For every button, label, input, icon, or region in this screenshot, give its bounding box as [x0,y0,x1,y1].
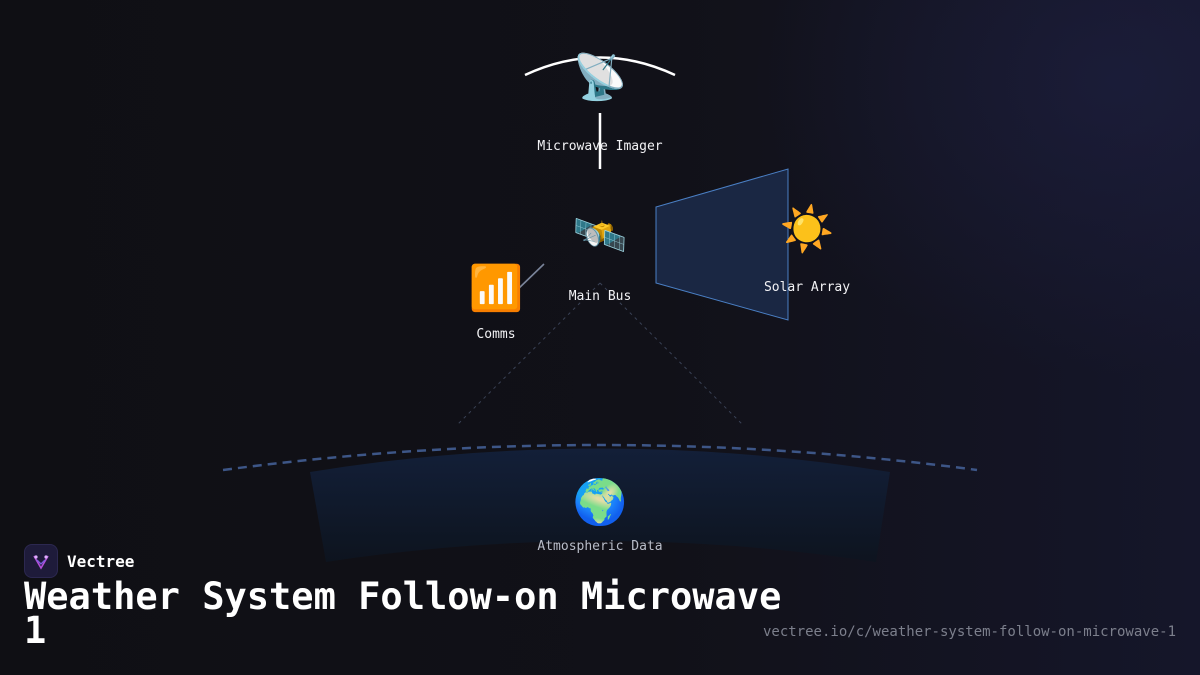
earth-label: Atmospheric Data [537,539,663,554]
satellite-icon: 🛰️ [572,210,628,261]
scan-arc [524,56,676,77]
sensing-cone-right [599,282,743,425]
satellite-antenna-icon: 📡 [572,52,628,103]
page-title: Weather System Follow-on Microwave 1 [24,575,782,652]
bus-label: Main Bus [568,289,632,304]
globe-icon: 🌍 [572,477,628,528]
brand-name: Vectree [67,551,135,571]
signal-bars-icon: 📶 [468,263,524,314]
earth-surface-band [310,448,890,562]
page-url-link[interactable]: vectree.io/c/weather-system-follow-on-mi… [762,624,1176,640]
orbit-arc [222,443,978,472]
solar-panel [655,168,789,321]
brand[interactable]: Vectree [24,544,134,578]
solar-label: Solar Array [763,280,851,295]
imager-label: Microwave Imager [537,139,663,154]
sun-icon: ☀️ [779,204,835,255]
comms-label: Comms [476,327,516,342]
comms-connector [515,263,545,292]
vectree-logo-icon [24,544,58,578]
sensing-cone-left [457,282,601,425]
